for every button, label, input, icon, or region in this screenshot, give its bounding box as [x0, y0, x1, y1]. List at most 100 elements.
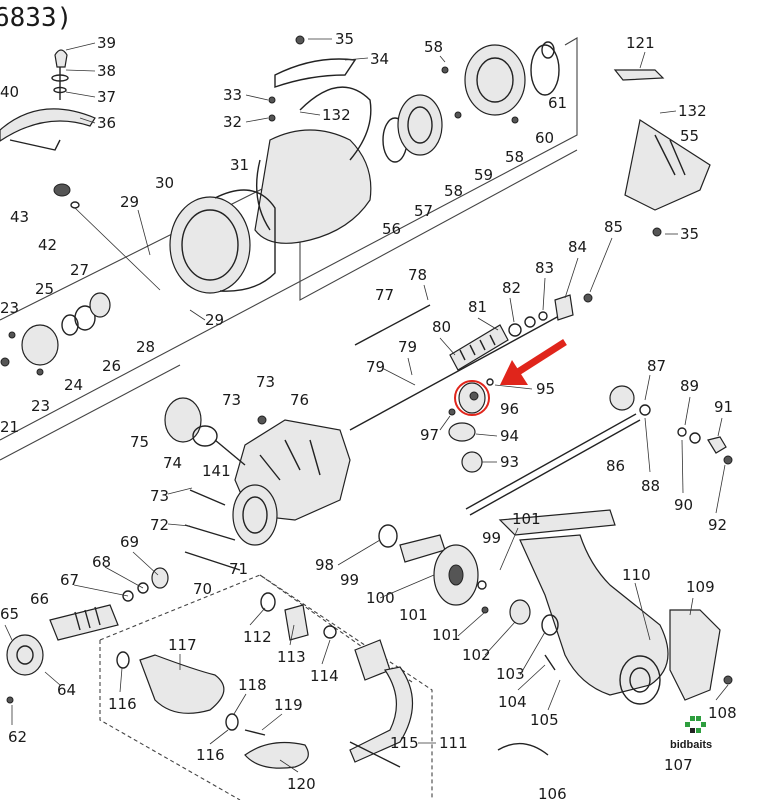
- label-75: 75: [130, 433, 149, 451]
- label-29-b: 29: [205, 311, 224, 329]
- label-89: 89: [680, 377, 699, 395]
- label-97: 97: [420, 426, 439, 444]
- label-87: 87: [647, 357, 666, 375]
- parts-upper-left: [0, 49, 161, 291]
- parts-left-middle: [0, 292, 111, 376]
- label-77: 77: [375, 286, 394, 304]
- label-86: 86: [606, 457, 625, 475]
- label-56: 56: [382, 220, 401, 238]
- line-roller-parts: [382, 41, 560, 163]
- label-90: 90: [674, 496, 693, 514]
- label-118: 118: [238, 676, 267, 694]
- drive-parts-93-96: [448, 378, 494, 473]
- label-96: 96: [500, 400, 519, 418]
- label-27: 27: [70, 261, 89, 279]
- label-21: 21: [0, 418, 19, 436]
- label-91: 91: [714, 398, 733, 416]
- label-120: 120: [287, 775, 316, 793]
- label-109: 109: [686, 578, 715, 596]
- pinion-gear-parts: [449, 293, 593, 371]
- label-116-a: 116: [108, 695, 137, 713]
- label-141: 141: [202, 462, 231, 480]
- label-58-c: 58: [444, 182, 463, 200]
- label-65: 65: [0, 605, 19, 623]
- label-98: 98: [315, 556, 334, 574]
- label-23-b: 23: [31, 397, 50, 415]
- label-30: 30: [155, 174, 174, 192]
- main-shaft: [349, 304, 641, 516]
- label-113: 113: [277, 648, 306, 666]
- label-42: 42: [38, 236, 57, 254]
- label-110: 110: [622, 566, 651, 584]
- label-101-b: 101: [399, 606, 428, 624]
- label-116-b: 116: [196, 746, 225, 764]
- label-73-b: 73: [222, 391, 241, 409]
- label-24: 24: [64, 376, 83, 394]
- label-88: 88: [641, 477, 660, 495]
- label-107: 107: [664, 756, 693, 774]
- label-67: 67: [60, 571, 79, 589]
- label-83: 83: [535, 259, 554, 277]
- label-70: 70: [193, 580, 212, 598]
- bidbaits-logo-icon: [685, 716, 706, 733]
- leader-lines: [4, 38, 729, 773]
- label-78: 78: [408, 266, 427, 284]
- label-39: 39: [97, 34, 116, 52]
- label-101-c: 101: [432, 626, 461, 644]
- worm-shaft-parts: [6, 551, 241, 704]
- label-84: 84: [568, 238, 587, 256]
- label-32: 32: [223, 113, 242, 131]
- label-23-a: 23: [0, 299, 19, 317]
- label-121: 121: [626, 34, 655, 52]
- label-61: 61: [548, 94, 567, 112]
- label-36: 36: [97, 114, 116, 132]
- label-69: 69: [120, 533, 139, 551]
- label-106: 106: [538, 785, 567, 800]
- frame-body-110: [497, 509, 733, 756]
- label-74: 74: [163, 454, 182, 472]
- label-92: 92: [708, 516, 727, 534]
- brand-watermark: bidbaits: [670, 716, 712, 751]
- label-60: 60: [535, 129, 554, 147]
- label-76: 76: [290, 391, 309, 409]
- label-132-right: 132: [678, 102, 707, 120]
- red-arrow-icon: [500, 360, 528, 385]
- label-115: 115: [390, 734, 419, 752]
- label-104: 104: [498, 693, 527, 711]
- label-59: 59: [474, 166, 493, 184]
- label-79-b: 79: [366, 358, 385, 376]
- label-114: 114: [310, 667, 339, 685]
- label-71: 71: [229, 560, 248, 578]
- label-108: 108: [708, 704, 737, 722]
- label-28: 28: [136, 338, 155, 356]
- label-132-top: 132: [322, 106, 351, 124]
- label-33: 33: [223, 86, 242, 104]
- part-labels: 35 39 38 37 36 40 34 33 132 32 31 30 29 …: [0, 30, 737, 800]
- label-40: 40: [0, 83, 19, 101]
- label-58-a: 58: [424, 38, 443, 56]
- label-105: 105: [530, 711, 559, 729]
- label-94: 94: [500, 427, 519, 445]
- label-62: 62: [8, 728, 27, 746]
- rotor-and-spool: [169, 35, 372, 294]
- label-99-b: 99: [340, 571, 359, 589]
- label-38: 38: [97, 62, 116, 80]
- label-58-b: 58: [505, 148, 524, 166]
- label-66: 66: [30, 590, 49, 608]
- label-37: 37: [97, 88, 116, 106]
- label-101-a: 101: [512, 510, 541, 528]
- highlight-marker: [454, 339, 567, 416]
- rotor-cover-parts: [613, 69, 711, 237]
- label-57: 57: [414, 202, 433, 220]
- side-parts-87-92: [609, 385, 733, 465]
- reel-body: [164, 397, 351, 546]
- label-95: 95: [536, 380, 555, 398]
- label-35-right: 35: [680, 225, 699, 243]
- handle-parts: [116, 592, 414, 769]
- label-31: 31: [230, 156, 249, 174]
- label-102: 102: [462, 646, 491, 664]
- label-29-a: 29: [120, 193, 139, 211]
- label-112: 112: [243, 628, 272, 646]
- diagram-code: 6833): [0, 3, 72, 33]
